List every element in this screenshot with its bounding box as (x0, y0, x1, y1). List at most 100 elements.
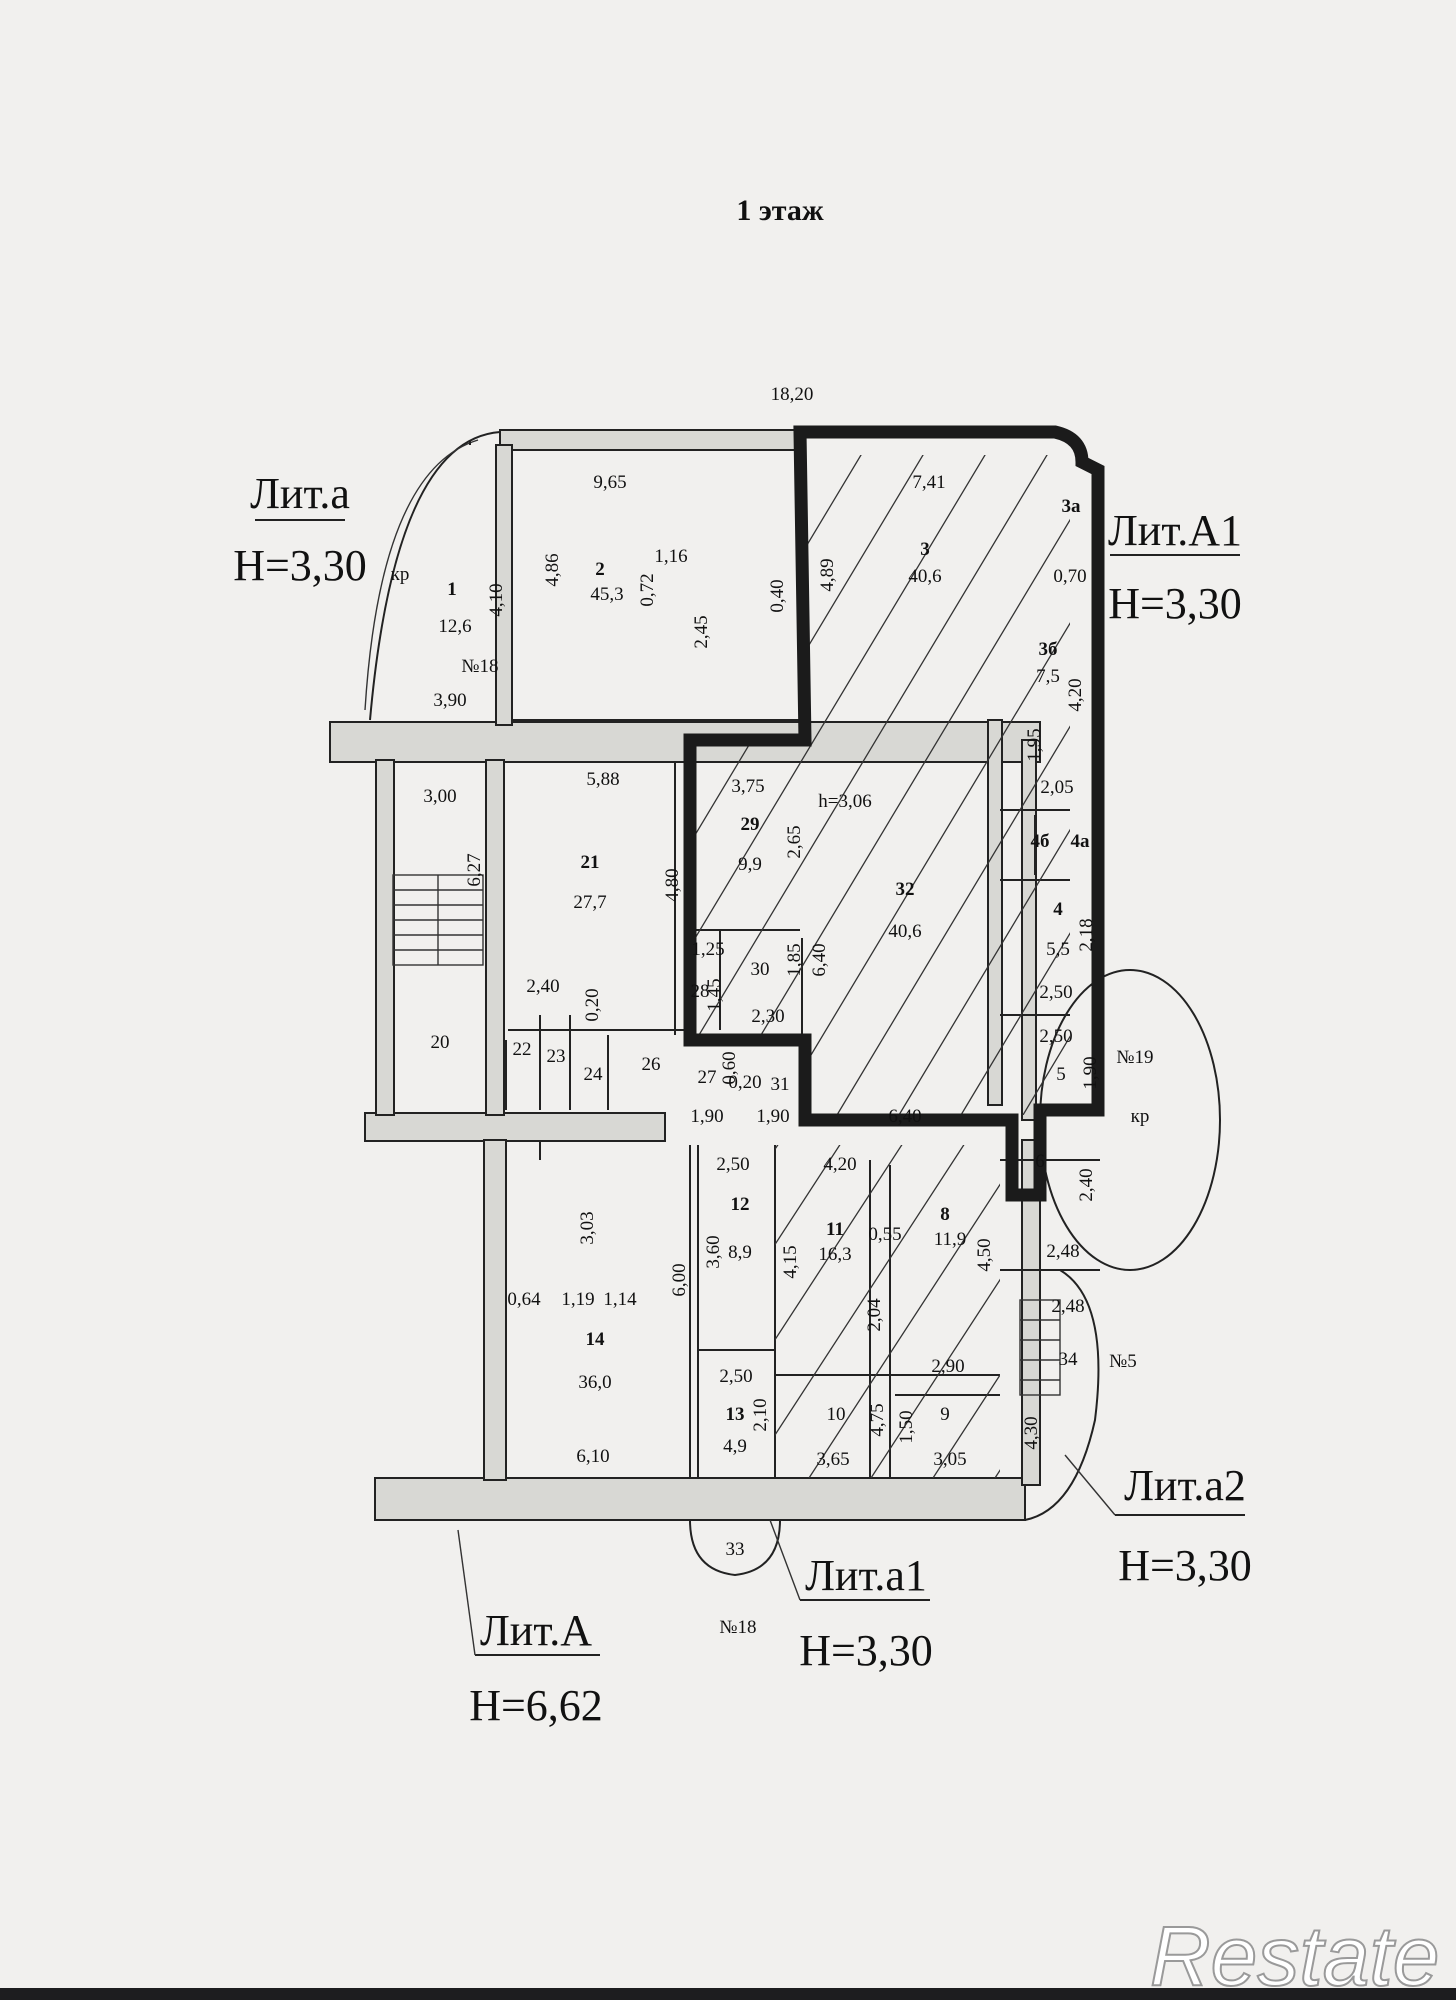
liter-A1-height: Н=3,30 (1108, 579, 1242, 628)
dim-label: 2,45 (691, 615, 712, 648)
hatch-line (1268, 420, 1456, 1120)
stairs-20 (392, 874, 484, 966)
hatch-line (808, 1145, 1000, 1478)
dim-label: 6,00 (669, 1263, 690, 1296)
hatch-line (690, 455, 945, 1120)
room-6-number: 6 (1035, 1151, 1045, 1172)
mark-no5: №5 (1109, 1351, 1137, 1372)
dim-label: 1,16 (654, 546, 687, 567)
room-29-area: 9,9 (738, 854, 762, 875)
dim-label: 0,40 (767, 579, 788, 612)
hatch-line (775, 1145, 906, 1478)
room-22-number: 22 (513, 1039, 532, 1060)
hatch-line (690, 455, 1007, 1120)
room-2-area: 45,3 (590, 584, 623, 605)
hatch-line (833, 455, 1070, 1120)
walls (329, 429, 1041, 1521)
dim-label: 2,05 (1040, 777, 1073, 798)
room-9-number: 9 (940, 1404, 950, 1425)
hatch-line (1243, 1140, 1456, 1478)
dim-label: 1,90 (756, 1106, 789, 1127)
liter-a1-height: Н=3,30 (799, 1626, 933, 1675)
dimensions-vertical: 4,86 4,10 0,72 2,45 0,40 4,89 4,20 1,95 … (464, 553, 1101, 1449)
dim-label: 2,10 (750, 1398, 771, 1431)
mark-no19: №19 (1116, 1047, 1153, 1068)
marks: №18 №18 №19 №5 кр кр h=3,06 (391, 564, 1154, 1638)
liter-a1-name: Лит.а1 (805, 1551, 927, 1600)
wall-bottom (374, 1477, 1026, 1521)
liter-A1: Лит.А1 Н=3,30 (1108, 506, 1242, 628)
dim-label: 0,64 (507, 1289, 541, 1310)
mark-no18-top: №18 (461, 656, 498, 677)
dim-label: 1,90 (690, 1106, 723, 1127)
wall-left-lower (483, 1139, 507, 1481)
mark-h-room32: h=3,06 (818, 791, 871, 812)
room-12-area: 8,9 (728, 1242, 752, 1263)
mark-kr-left: кр (391, 564, 410, 585)
dim-label: 6,40 (888, 1106, 921, 1127)
bay-lit-a (364, 431, 501, 721)
dim-label: 4,80 (662, 868, 683, 901)
room-13-number: 13 (726, 1404, 745, 1425)
dim-label: 4,50 (974, 1238, 995, 1271)
dim-label: 3,03 (577, 1211, 598, 1244)
dim-label: 7,41 (912, 472, 945, 493)
room-3b-number: 3б (1039, 639, 1058, 660)
room-27-number: 27 (698, 1067, 717, 1088)
dim-label: 0,55 (868, 1224, 901, 1245)
wall-left-inner (485, 759, 505, 1116)
dim-label: 9,65 (593, 472, 626, 493)
dim-label: 4,86 (542, 553, 563, 586)
dim-label: 6,10 (576, 1446, 609, 1467)
room-31-number: 31 (771, 1074, 790, 1095)
dim-label: 1,95 (1024, 728, 1045, 761)
room-4a-number: 4а (1071, 831, 1091, 852)
wall-right-mid (1021, 739, 1037, 1121)
dim-label: 5,88 (586, 769, 619, 790)
wall-right-lower (1021, 1139, 1041, 1486)
room-32-number: 32 (896, 879, 915, 900)
room-21-area: 27,7 (573, 892, 606, 913)
dim-label: 4,75 (867, 1403, 888, 1436)
dim-label: 2,48 (1046, 1241, 1079, 1262)
room-23-number: 23 (547, 1046, 566, 1067)
wall-left-outer (375, 759, 395, 1116)
room-8-number: 8 (940, 1204, 950, 1225)
hatch-line (775, 1145, 844, 1478)
room-12-number: 12 (731, 1194, 750, 1215)
dim-label: 1,19 (561, 1289, 594, 1310)
dim-label: 0,20 (728, 1072, 761, 1093)
room-labels: 1 12,6 2 45,3 3 40,6 3а 3б 7,5 4б 4а 4 5… (431, 496, 1091, 1560)
liter-A-name: Лит.А (480, 1606, 592, 1655)
dim-label: 1,45 (704, 978, 725, 1011)
dim-label: 3,75 (731, 776, 764, 797)
room-13-area: 4,9 (723, 1436, 747, 1457)
dim-label: 2,65 (784, 825, 805, 858)
wall-mid-lower (364, 1112, 666, 1142)
room-20-number: 20 (431, 1032, 450, 1053)
dim-label: 4,10 (486, 583, 507, 616)
floor-title: 1 этаж (736, 194, 824, 227)
interior-lines (505, 719, 1100, 1478)
dim-label: 0,20 (582, 988, 603, 1021)
hatch-line (709, 455, 1070, 1120)
wall-room4-left (987, 719, 1003, 1106)
liter-a: Лит.а Н=3,30 (233, 469, 367, 590)
wall-top (499, 429, 806, 451)
liter-A: Лит.А Н=6,62 (457, 1529, 603, 1730)
room-4-number: 4 (1053, 899, 1063, 920)
porch-33 (689, 1519, 781, 1577)
dim-label: 4,30 (1021, 1416, 1042, 1449)
room-4-area: 5,5 (1046, 939, 1070, 960)
hatch-line (690, 455, 1069, 1120)
room-29-number: 29 (741, 814, 760, 835)
room-33-number: 33 (726, 1539, 745, 1560)
dim-label: 0,60 (719, 1051, 740, 1084)
room-32-area: 40,6 (888, 921, 921, 942)
room-14-area: 36,0 (578, 1372, 611, 1393)
dim-label: 1,85 (784, 943, 805, 976)
dim-label: 2,04 (864, 1298, 885, 1332)
room-3-area: 40,6 (908, 566, 941, 587)
overall-width-dim: 18,20 (771, 384, 814, 405)
